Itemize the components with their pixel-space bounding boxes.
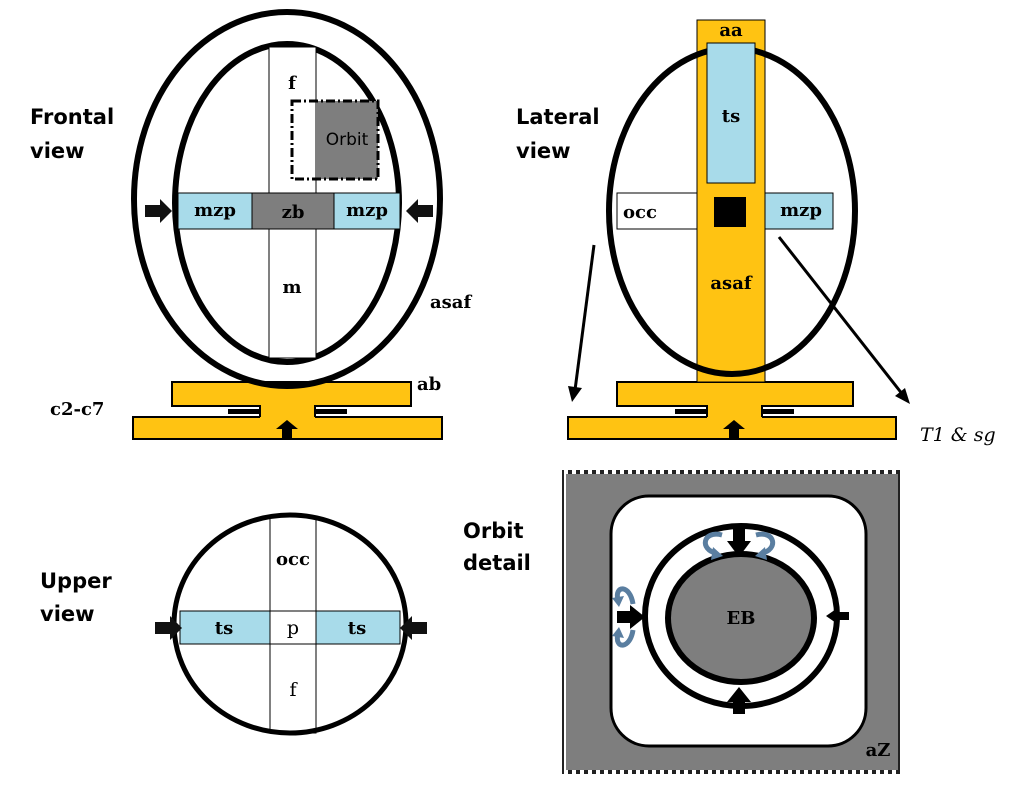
upper-arrow-left bbox=[155, 616, 182, 640]
lateral-right-arrow-head bbox=[895, 388, 910, 404]
frontal-view: Frontal view Orbit f mzp zb mzp m asaf bbox=[30, 9, 472, 440]
upper-occ-label: occ bbox=[276, 549, 310, 570]
lateral-mzp-box bbox=[764, 192, 834, 230]
lateral-title-line1: Lateral bbox=[516, 105, 600, 129]
orbit-detail-arrow-bottom bbox=[727, 687, 751, 714]
frontal-spring-left bbox=[228, 409, 260, 414]
lateral-up-arrow bbox=[723, 420, 745, 438]
orbit-detail-eb-label: EB bbox=[727, 608, 756, 629]
frontal-title-line2: view bbox=[30, 139, 85, 163]
lateral-title-line2: view bbox=[516, 139, 571, 163]
orbit-detail-title-line2: detail bbox=[463, 551, 531, 575]
lateral-ts-box bbox=[706, 42, 756, 184]
upper-arrow-right bbox=[400, 616, 427, 640]
lateral-upper-plate bbox=[616, 381, 854, 407]
frontal-orbit-fill bbox=[316, 101, 378, 179]
lateral-spring-left bbox=[675, 409, 707, 414]
frontal-spring-right bbox=[315, 409, 347, 414]
upper-ts-right-label: ts bbox=[348, 618, 366, 639]
frontal-orbit-outline bbox=[290, 99, 380, 181]
frontal-title-line1: Frontal bbox=[30, 105, 114, 129]
frontal-mzp-left-box bbox=[177, 192, 253, 230]
frontal-arrow-left bbox=[145, 199, 172, 223]
frontal-mzp-right-label: mzp bbox=[346, 200, 388, 221]
upper-ts-left-label: ts bbox=[215, 618, 233, 639]
orbit-detail-rotation-top-left-head bbox=[711, 547, 723, 560]
lateral-occ-box bbox=[616, 192, 698, 230]
frontal-m-label: m bbox=[282, 277, 301, 298]
orbit-detail-arrow-left bbox=[617, 605, 645, 629]
upper-p-label: p bbox=[287, 617, 299, 639]
upper-view: Upper view occ ts p ts f bbox=[40, 512, 427, 736]
orbit-detail-rotation-left-top bbox=[614, 586, 636, 605]
upper-p-box bbox=[269, 610, 317, 645]
lateral-aa-label: aa bbox=[719, 20, 743, 41]
lateral-asaf-label: asaf bbox=[710, 273, 752, 294]
frontal-orbit-label: Orbit bbox=[326, 130, 369, 150]
orbit-detail: Orbit detail EB aZ bbox=[463, 470, 902, 774]
orbit-detail-title-line1: Orbit bbox=[463, 519, 523, 543]
lateral-view: Lateral view aa ts occ mzp asaf T1 & sg bbox=[516, 19, 996, 446]
orbit-detail-az-label: aZ bbox=[866, 740, 891, 761]
frontal-up-arrow bbox=[276, 420, 298, 438]
frontal-zb-label: zb bbox=[282, 202, 305, 223]
lateral-ts-label: ts bbox=[722, 106, 740, 127]
lateral-plate-connector bbox=[707, 405, 762, 418]
lateral-spring-right bbox=[762, 409, 794, 414]
frontal-outer-ellipse bbox=[131, 9, 443, 389]
frontal-asaf-label: asaf bbox=[430, 292, 472, 313]
orbit-detail-rotation-top-right-head bbox=[755, 547, 767, 560]
orbit-detail-arrow-right bbox=[826, 607, 849, 625]
frontal-ab-label: ab bbox=[417, 374, 441, 395]
frontal-arrow-right bbox=[406, 199, 433, 223]
frontal-mzp-left-label: mzp bbox=[194, 200, 236, 221]
upper-ts-left-box bbox=[179, 610, 271, 645]
lateral-black-square bbox=[714, 197, 746, 227]
upper-ts-right-box bbox=[315, 610, 401, 645]
frontal-f-label: f bbox=[288, 73, 297, 94]
lateral-left-arrow-line bbox=[573, 244, 596, 391]
upper-f-label: f bbox=[289, 679, 298, 701]
lateral-occ-label: occ bbox=[623, 202, 657, 223]
lateral-left-arrow-head bbox=[568, 386, 582, 402]
lateral-mzp-label: mzp bbox=[780, 200, 822, 221]
upper-title-line2: view bbox=[40, 602, 95, 626]
orbit-detail-arrow-top bbox=[727, 528, 751, 557]
frontal-zb-box bbox=[251, 192, 335, 230]
frontal-plate-connector bbox=[260, 405, 315, 418]
frontal-c2c7-label: c2-c7 bbox=[50, 399, 104, 420]
lateral-right-arrow-line bbox=[777, 236, 905, 396]
lateral-t1sg-label: T1 & sg bbox=[920, 424, 996, 446]
frontal-mzp-right-box bbox=[333, 192, 401, 230]
orbit-detail-rotation-left-bottom-head bbox=[612, 627, 624, 638]
orbit-detail-rotation-left-bottom bbox=[614, 629, 636, 648]
upper-title-line1: Upper bbox=[40, 569, 112, 593]
orbit-detail-rotation-left-top-head bbox=[612, 596, 624, 607]
